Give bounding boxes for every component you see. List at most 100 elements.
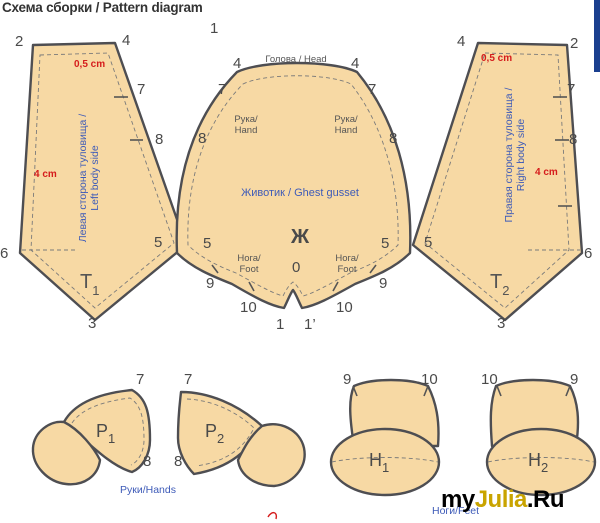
- piece-label-p1-letter: P: [96, 421, 108, 441]
- piece-label-p2-letter: P: [205, 421, 217, 441]
- hands-caption: Руки/Hands: [120, 484, 176, 496]
- point-3-right: 3: [497, 315, 505, 332]
- piece-foot-left: [329, 378, 441, 497]
- point-10-gusset-right: 10: [336, 299, 353, 316]
- piece-label-t1: T1: [80, 271, 99, 298]
- point-5-gusset-left: 5: [203, 235, 211, 252]
- foot-left-sole: [329, 427, 441, 497]
- gusset-hand-right-1: Рука/: [334, 114, 358, 125]
- foot-left-notch-9: [352, 385, 358, 397]
- gusset-hand-left-2: Hand: [235, 125, 258, 136]
- hand-right-point-7: 7: [184, 371, 192, 388]
- point-2-right: 2: [570, 35, 578, 52]
- right-body-caption: Правая сторона туловища / Right body sid…: [503, 87, 527, 222]
- height-mark-left: 4 cm: [34, 169, 57, 180]
- piece-label-h1: H1: [369, 450, 389, 475]
- notch-10-right: [332, 281, 339, 292]
- point-4-right: 4: [457, 33, 465, 50]
- point-8: 8: [155, 131, 163, 148]
- point-0: 0: [292, 259, 300, 276]
- piece-hand-right: [176, 390, 306, 488]
- point-2: 2: [15, 33, 23, 50]
- feet-caption: Ноги/Feet: [432, 505, 479, 517]
- left-body-seam: [30, 52, 175, 309]
- point-8-gusset-right: 8: [389, 130, 397, 147]
- point-7-gusset-right: 7: [368, 81, 376, 98]
- notch-9-right: [369, 264, 377, 274]
- point-5-gusset-right: 5: [381, 235, 389, 252]
- point-1-bottom: 1: [276, 316, 284, 333]
- edge-bar: [594, 0, 600, 72]
- point-9-gusset-right: 9: [379, 275, 387, 292]
- piece-label-h2-sub: 2: [541, 460, 548, 475]
- foot-right-sole: [485, 427, 597, 497]
- point-5-right: 5: [424, 234, 432, 251]
- piece-chest-gusset: [175, 61, 412, 310]
- gusset-seam: [187, 75, 399, 297]
- piece-label-h1-letter: H: [369, 450, 382, 470]
- right-body-seam: [424, 52, 570, 309]
- hand-left-paw: [31, 420, 102, 486]
- brand-part-1: my: [441, 486, 475, 513]
- left-body-outline: [18, 41, 188, 322]
- right-body-outline: [411, 41, 584, 322]
- foot-left-point-9: 9: [343, 371, 351, 388]
- hand-left-point-8: 8: [143, 453, 151, 470]
- piece-label-h2: H2: [528, 450, 548, 475]
- foot-right-notch-9: [565, 385, 571, 397]
- hand-right-paw: [236, 423, 306, 488]
- point-3: 3: [88, 315, 96, 332]
- piece-label-t1-letter: T: [80, 271, 92, 293]
- point-6-right: 6: [584, 245, 592, 262]
- gusset-foot-right-2: Foot: [337, 264, 356, 275]
- notch-10-left: [248, 281, 255, 292]
- point-9-gusset-left: 9: [206, 275, 214, 292]
- height-mark-right: 4 cm: [535, 167, 558, 178]
- point-7: 7: [137, 81, 145, 98]
- seam-allowance-right: 0,5 cm: [481, 53, 512, 64]
- point-7-gusset-left: 7: [218, 81, 226, 98]
- left-body-caption: Левая сторона туловища / Left body side: [77, 114, 101, 243]
- piece-hand-left: [31, 388, 152, 486]
- seam-allowance-left: 0,5 cm: [74, 59, 105, 70]
- page-title: Схема сборки / Pattern diagram: [2, 0, 203, 15]
- point-8-right: 8: [569, 131, 577, 148]
- point-1-top: 1: [210, 20, 218, 37]
- notch-9-left: [211, 264, 219, 274]
- piece-label-t2-sub: 2: [502, 283, 509, 298]
- gusset-hand-left-1: Рука/: [234, 114, 258, 125]
- piece-label-h2-letter: H: [528, 450, 541, 470]
- gusset-foot-left-1: Нога/: [237, 253, 261, 264]
- point-10-gusset-left: 10: [240, 299, 257, 316]
- hand-left-outline: [62, 388, 152, 474]
- gusset-foot-left-2: Foot: [239, 264, 258, 275]
- piece-label-p1-sub: 1: [108, 431, 115, 446]
- piece-label-p2: P2: [205, 421, 224, 446]
- piece-label-p1: P1: [96, 421, 115, 446]
- point-7-right: 7: [567, 81, 575, 98]
- hand-left-point-7: 7: [136, 371, 144, 388]
- piece-label-p2-sub: 2: [217, 431, 224, 446]
- piece-label-t2: T2: [490, 271, 509, 298]
- foot-right-point-10: 10: [481, 371, 498, 388]
- piece-foot-right: [485, 378, 597, 497]
- point-4-gusset-right: 4: [351, 55, 359, 72]
- squiggle-decoration: [267, 512, 278, 520]
- gusset-hand-right-2: Hand: [335, 125, 358, 136]
- piece-label-t2-letter: T: [490, 271, 502, 293]
- hand-left-seam: [71, 397, 145, 466]
- foot-right-point-9: 9: [570, 371, 578, 388]
- left-body-caption-line1: Левая сторона туловища /: [77, 114, 89, 243]
- point-4: 4: [122, 32, 130, 49]
- brand-part-2: Julia: [474, 486, 528, 513]
- foot-left-seam: [331, 457, 439, 463]
- foot-left-notch-10: [423, 385, 429, 397]
- point-6: 6: [0, 245, 8, 262]
- point-1-prime: 1’: [304, 316, 316, 333]
- gusset-center-label: Животик / Ghest gusset: [241, 187, 359, 199]
- gusset-outline: [175, 61, 412, 310]
- piece-label-t1-sub: 1: [92, 283, 99, 298]
- piece-left-body-side: [18, 41, 188, 322]
- piece-label-zh: Ж: [290, 226, 310, 248]
